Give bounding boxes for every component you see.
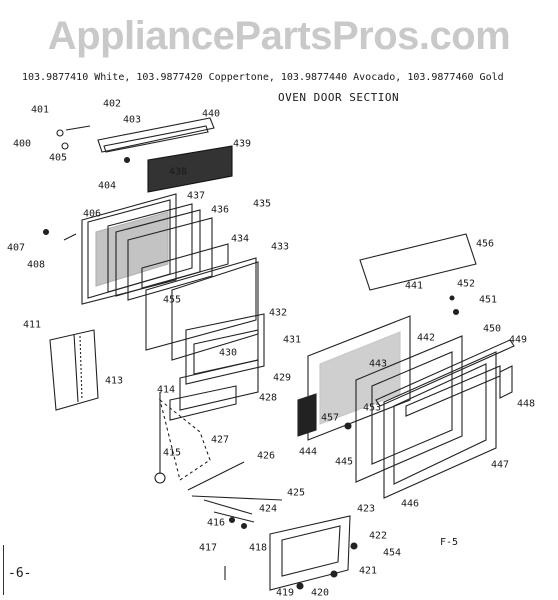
inner-door-assembly: [297, 233, 515, 499]
hinge-path-outline: [159, 398, 211, 481]
callout-457: 457: [320, 412, 340, 424]
callout-421: 421: [358, 565, 378, 577]
callout-432: 432: [268, 307, 288, 319]
callout-428: 428: [258, 392, 278, 404]
callout-453: 453: [362, 402, 382, 414]
callout-438: 438: [168, 166, 188, 178]
callout-437: 437: [186, 190, 206, 202]
callout-413: 413: [104, 375, 124, 387]
callout-442: 442: [416, 332, 436, 344]
margin-rule: [3, 545, 4, 595]
callout-405: 405: [48, 152, 68, 164]
callout-445: 445: [334, 456, 354, 468]
middle-frame-panels: [169, 313, 265, 421]
callout-411: 411: [22, 319, 42, 331]
callout-431: 431: [282, 334, 302, 346]
side-insulation-panel: [49, 329, 99, 411]
callout-452: 452: [456, 278, 476, 290]
callout-444: 444: [298, 446, 318, 458]
callout-419: 419: [275, 587, 295, 599]
callout-406: 406: [82, 208, 102, 220]
callout-408: 408: [26, 259, 46, 271]
callout-441: 441: [404, 280, 424, 292]
callout-424: 424: [258, 503, 278, 515]
hinge-assembly: [154, 392, 358, 591]
callout-448: 448: [516, 398, 536, 410]
callout-404: 404: [97, 180, 117, 192]
callout-403: 403: [122, 114, 142, 126]
callout-454: 454: [382, 547, 402, 559]
callout-450: 450: [482, 323, 502, 335]
callout-425: 425: [286, 487, 306, 499]
callout-427: 427: [210, 434, 230, 446]
callout-430: 430: [218, 347, 238, 359]
callout-401: 401: [30, 104, 50, 116]
callout-415: 415: [162, 447, 182, 459]
figure-label: F-5: [440, 537, 459, 548]
callout-402: 402: [102, 98, 122, 110]
callout-447: 447: [490, 459, 510, 471]
callout-436: 436: [210, 204, 230, 216]
callout-443: 443: [368, 358, 388, 370]
callout-455: 455: [162, 294, 182, 306]
callout-449: 449: [508, 334, 528, 346]
outer-door-panel: [42, 193, 177, 305]
callout-418: 418: [248, 542, 268, 554]
page-number: -6-: [8, 566, 32, 581]
callout-414: 414: [156, 384, 176, 396]
watermark: AppliancePartsPros.com: [47, 14, 511, 58]
callout-456: 456: [475, 238, 495, 250]
callout-435: 435: [252, 198, 272, 210]
callout-434: 434: [230, 233, 250, 245]
section-title: OVEN DOOR SECTION: [278, 91, 400, 104]
callout-429: 429: [272, 372, 292, 384]
callout-451: 451: [478, 294, 498, 306]
callout-440: 440: [201, 108, 221, 120]
top-trim-assembly: [56, 117, 233, 193]
callout-446: 446: [400, 498, 420, 510]
callout-423: 423: [356, 503, 376, 515]
callout-422: 422: [368, 530, 388, 542]
callout-433: 433: [270, 241, 290, 253]
callout-407: 407: [6, 242, 26, 254]
callout-420: 420: [310, 587, 330, 599]
callout-416: 416: [206, 517, 226, 529]
callout-439: 439: [232, 138, 252, 150]
model-numbers: 103.9877410 White, 103.9877420 Copperton…: [22, 72, 504, 83]
callout-400: 400: [12, 138, 32, 150]
callout-417: 417: [198, 542, 218, 554]
callout-426: 426: [256, 450, 276, 462]
